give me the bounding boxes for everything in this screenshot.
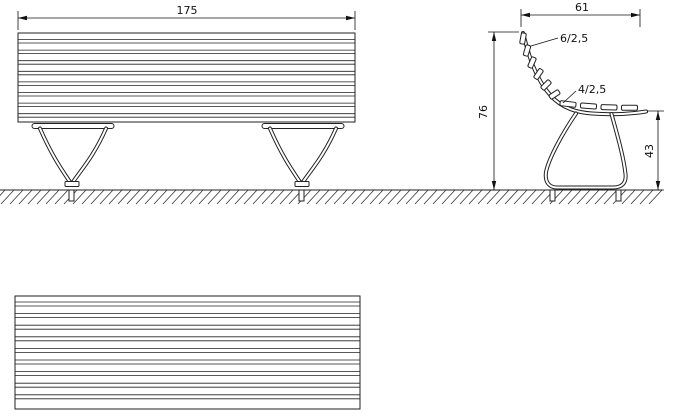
ground-hatch <box>0 189 663 205</box>
dimension-depth-label: 61 <box>575 1 589 14</box>
front-view: 175 <box>17 4 356 202</box>
callout-seat-slats-label: 4/2,5 <box>578 83 606 96</box>
ground <box>0 189 663 205</box>
side-view: 61 76 43 6/2,5 4/2,5 <box>477 1 664 202</box>
side-sled-leg <box>543 111 628 202</box>
front-bench-slats <box>18 39 355 118</box>
front-right-leg <box>261 123 345 202</box>
plan-view <box>14 295 361 410</box>
front-bench-body <box>17 32 356 123</box>
callout-seat-slats: 4/2,5 <box>562 83 606 104</box>
callout-back-slats: 6/2,5 <box>530 32 588 47</box>
front-left-foot <box>64 181 80 187</box>
front-left-anchor <box>68 189 75 202</box>
dimension-seat-height-43: 43 <box>643 110 664 191</box>
dimension-height-label: 76 <box>477 105 490 119</box>
dimension-seat-height-label: 43 <box>643 144 656 158</box>
callout-back-slats-label: 6/2,5 <box>560 32 588 45</box>
dimension-depth-61: 61 <box>520 1 641 27</box>
front-right-foot <box>294 181 310 187</box>
dimension-width-175: 175 <box>17 4 356 30</box>
plan-bench-slats <box>15 301 360 400</box>
front-left-leg <box>31 123 115 202</box>
front-right-anchor <box>298 189 305 202</box>
side-rear-anchor <box>615 189 622 202</box>
dimension-width-label: 175 <box>177 4 198 17</box>
side-back-slats <box>519 32 561 100</box>
side-seat-slats <box>559 100 638 111</box>
dimension-height-76: 76 <box>477 31 519 191</box>
side-front-anchor <box>549 189 556 202</box>
